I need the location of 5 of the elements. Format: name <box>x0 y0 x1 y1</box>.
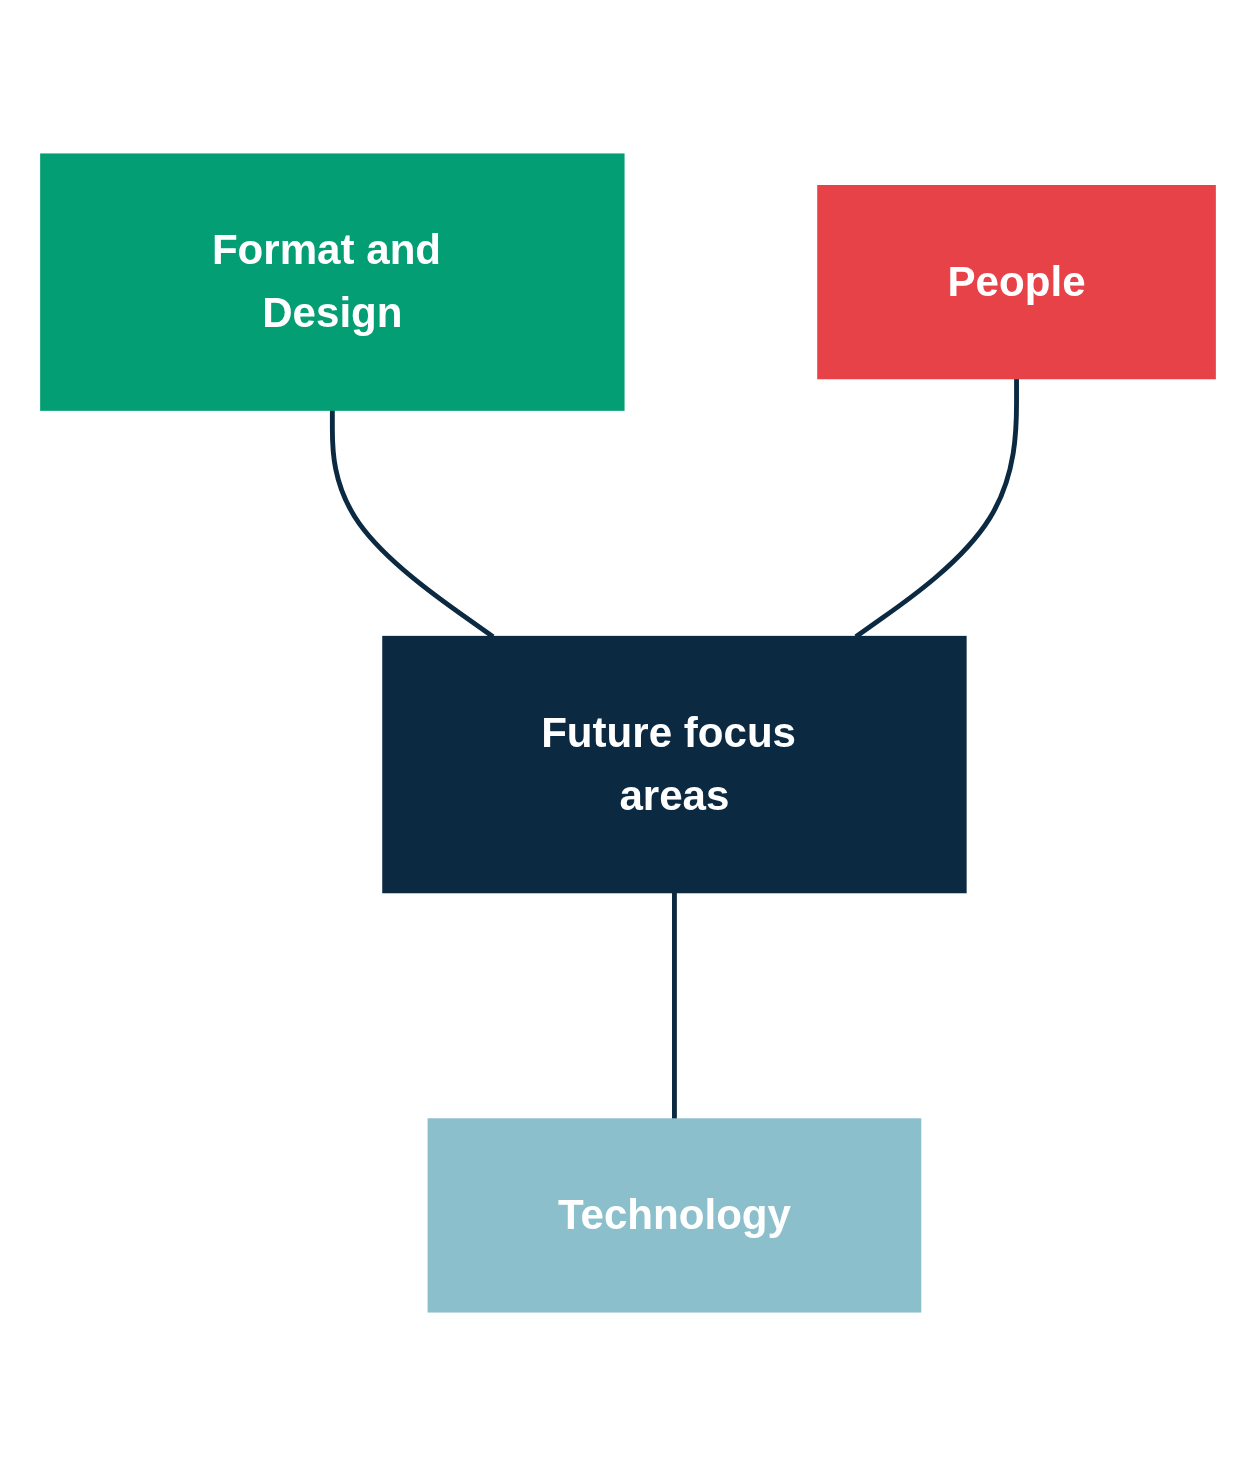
node-box: People <box>817 185 1216 380</box>
node-box: Technology <box>427 1118 922 1313</box>
connector <box>672 892 677 1120</box>
node-box: Future focus areas <box>382 635 967 894</box>
node-box: Format and Design <box>40 153 625 411</box>
